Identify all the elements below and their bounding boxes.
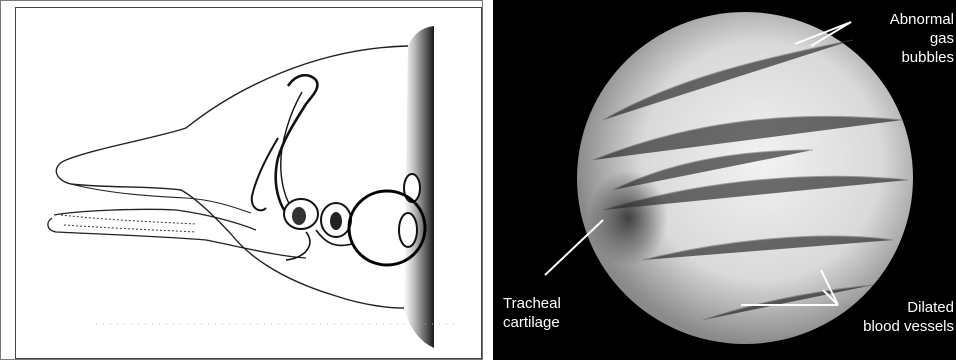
label-abnormal-gas-bubbles: Abnormal gas bubbles — [834, 10, 954, 67]
head-outline — [56, 46, 408, 308]
label-tracheal-cartilage: Tracheal cartilage — [503, 294, 603, 332]
nasal-branch — [252, 138, 278, 210]
endoscopy-panel: Abnormal gas bubbles Tracheal cartilage … — [493, 0, 956, 360]
jaw-outline — [54, 209, 256, 230]
dolphin-head-drawing — [16, 8, 481, 358]
teeth — [61, 215, 196, 224]
teeth-lower — [64, 225, 196, 232]
trachea-ring — [399, 213, 417, 247]
dolphin-illustration-frame — [15, 7, 482, 359]
lower-jaw — [48, 218, 306, 258]
dolphin-illustration-panel — [0, 0, 483, 360]
label-dilated-blood-vessels: Dilated blood vessels — [814, 298, 954, 336]
